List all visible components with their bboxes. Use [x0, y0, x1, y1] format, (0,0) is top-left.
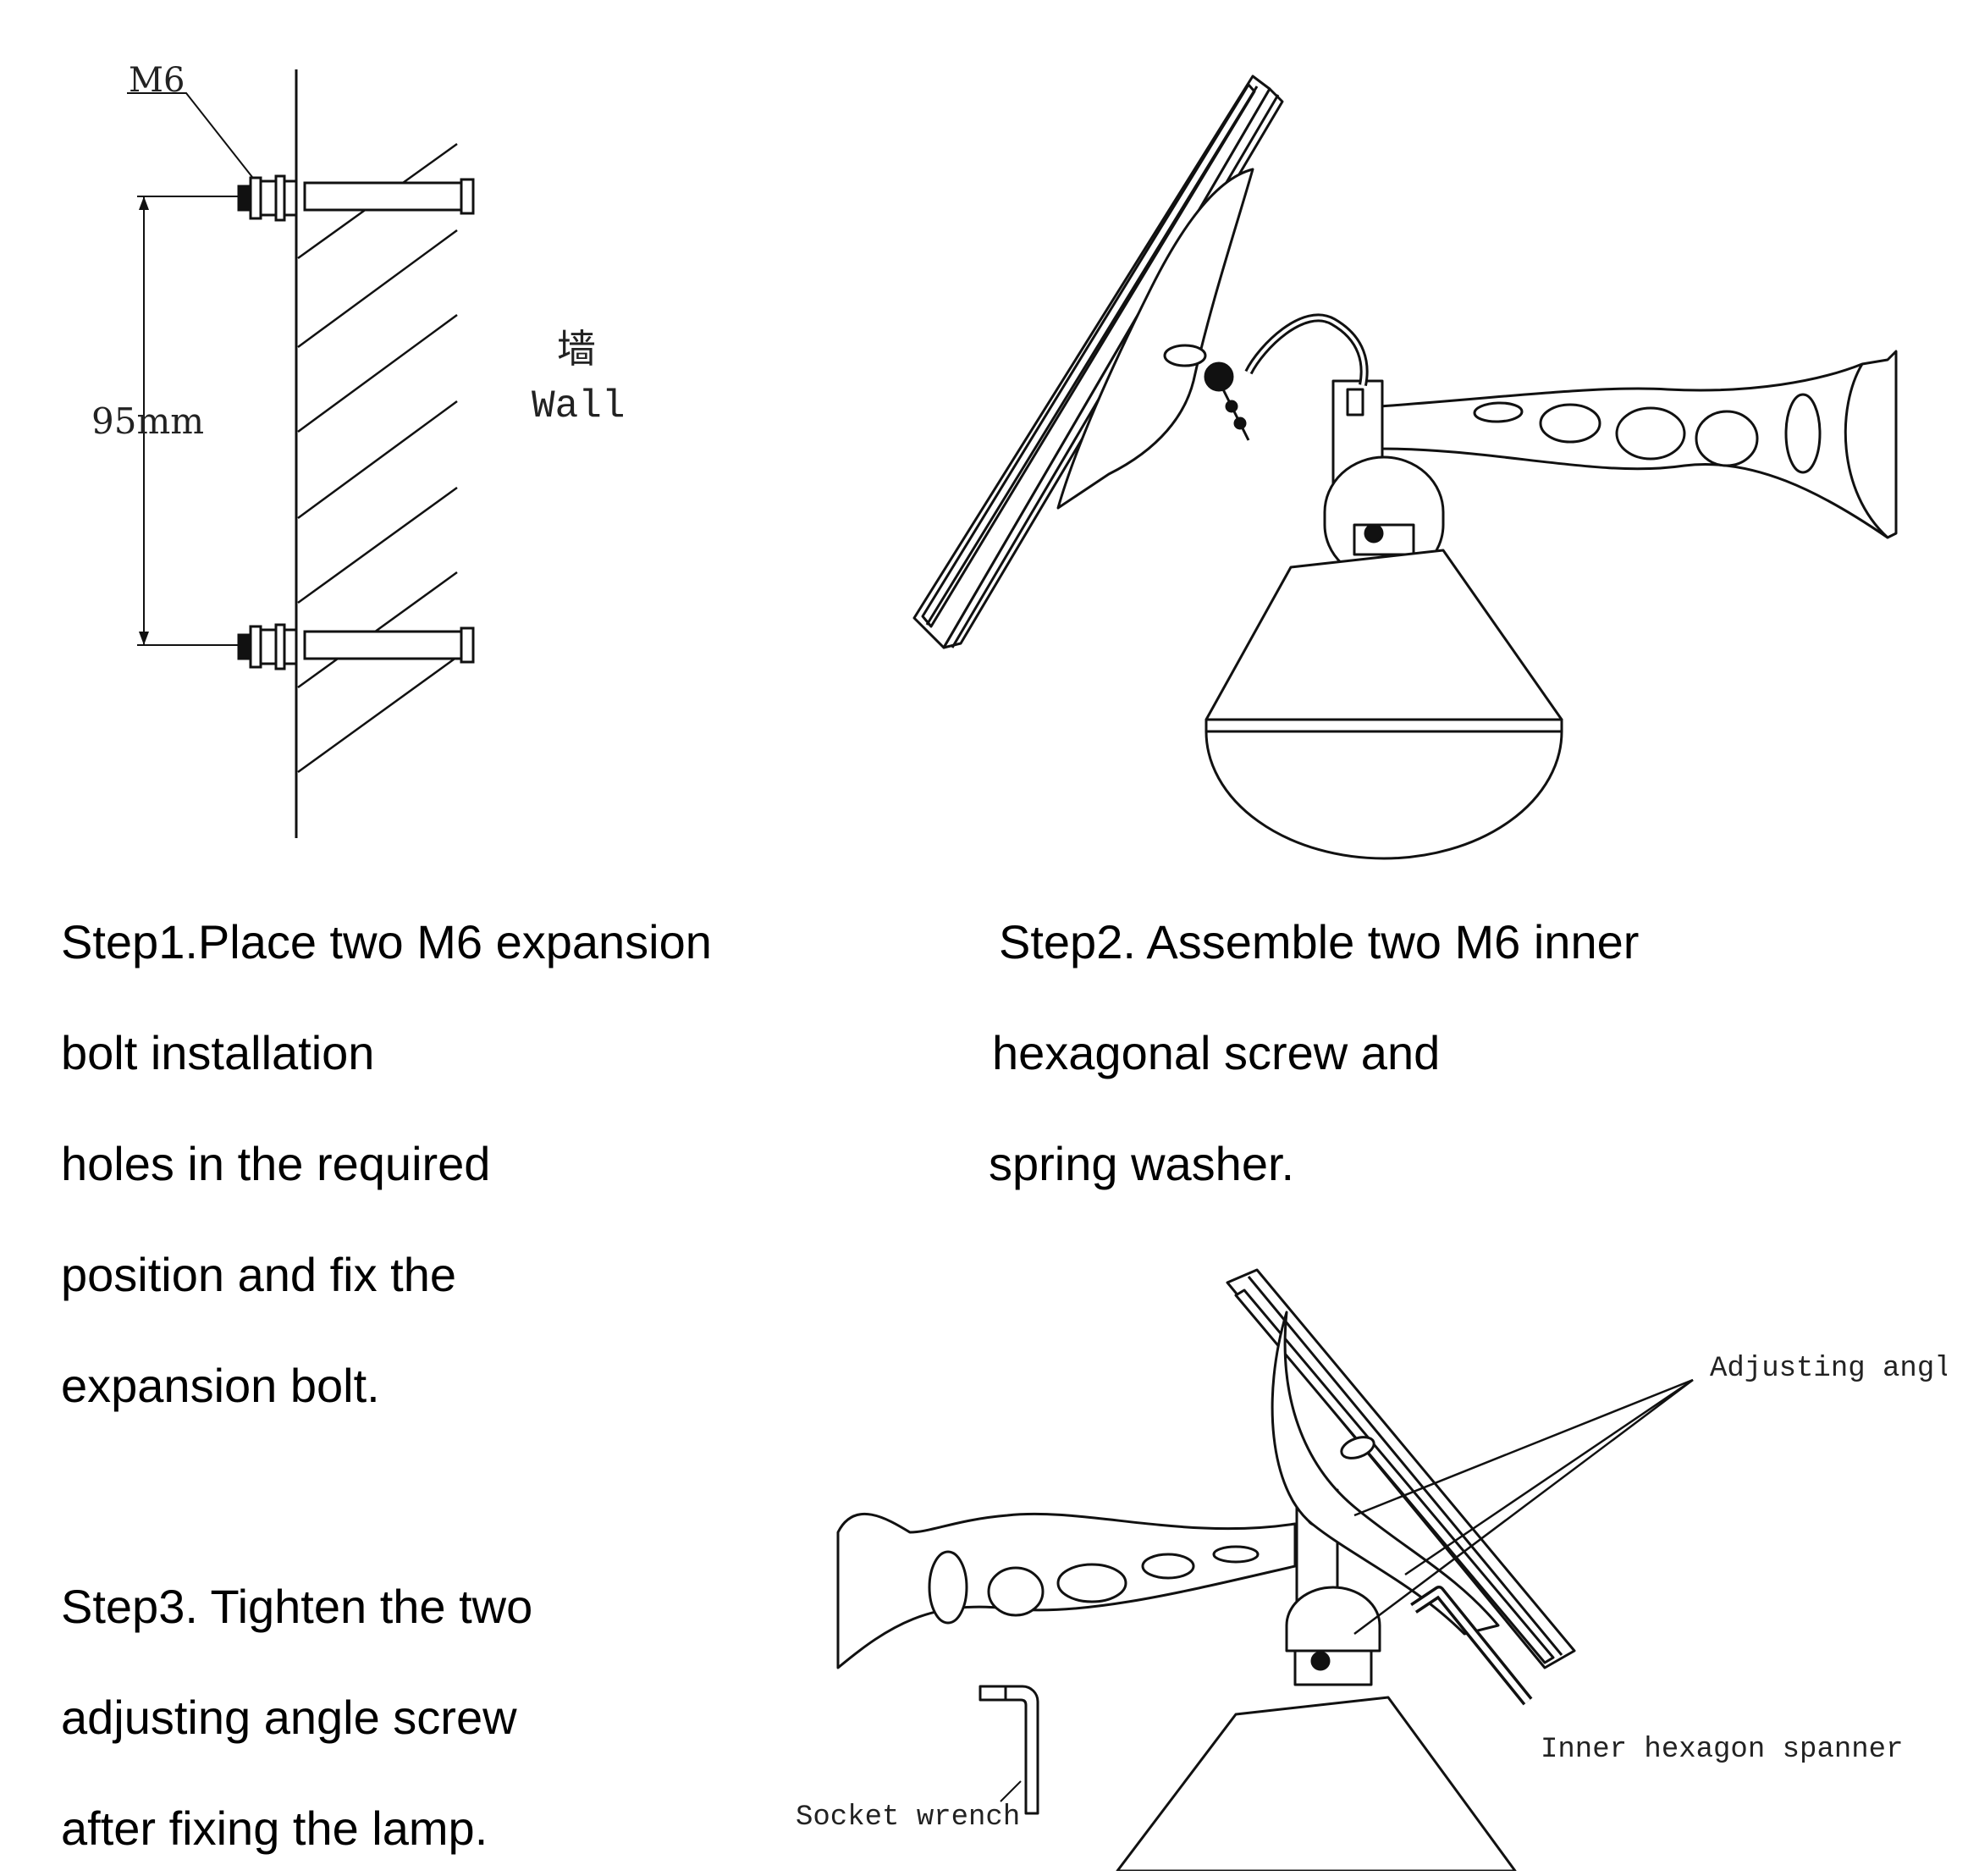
dimension-label: 95mm — [91, 400, 204, 442]
cable — [1244, 313, 1369, 386]
spanner-label: Inner hexagon spanner — [1541, 1734, 1903, 1766]
socket-label: Socket wrench — [796, 1802, 1020, 1834]
wall-label-cn: 墙 — [557, 326, 596, 372]
socket-wrench-icon — [978, 1685, 1039, 1815]
lamp-shade-lower — [1116, 1696, 1517, 1871]
step2-line-1: Step2. Assemble two M6 inner — [999, 915, 1640, 968]
wall-hatching — [297, 142, 458, 774]
lamp-lens — [1204, 730, 1563, 860]
step3-line-2: adjusting angle screw — [61, 1691, 517, 1744]
expansion-bolt-bottom — [237, 623, 475, 670]
adjusting-angle-label: Adjusting angle — [1710, 1353, 1947, 1385]
step2-line-2: hexagonal screw and — [992, 1026, 1441, 1079]
panel-bracket-lower — [1271, 1310, 1500, 1636]
wall-label-en: Wall — [532, 384, 625, 428]
step1-line-5: expansion bolt. — [61, 1359, 380, 1412]
expansion-bolt-top — [237, 174, 475, 222]
step1-line-3: holes in the required — [61, 1137, 491, 1190]
figure-wall-bolts: M6 95mm 墙 Wall — [91, 61, 625, 838]
panel-bracket — [1056, 168, 1254, 510]
figure-tightening: Adjusting angle Inner hexagon spanner So… — [796, 1268, 1947, 1871]
step1-line-1: Step1.Place two M6 expansion — [61, 915, 712, 968]
solar-panel — [912, 74, 1284, 649]
bolt-label: M6 — [129, 61, 185, 100]
figure-assembly — [912, 74, 1898, 860]
step1-line-4: position and fix the — [61, 1248, 456, 1301]
step3-line-3: after fixing the lamp. — [61, 1802, 488, 1855]
step1-line-2: bolt installation — [61, 1026, 375, 1079]
step2-line-3: spring washer. — [989, 1137, 1295, 1190]
ball-joint-lower — [1285, 1586, 1381, 1653]
solar-panel-lower — [1226, 1268, 1576, 1669]
step3-line-1: Step3. Tighten the two — [61, 1580, 533, 1633]
lamp-shade — [1204, 549, 1563, 721]
